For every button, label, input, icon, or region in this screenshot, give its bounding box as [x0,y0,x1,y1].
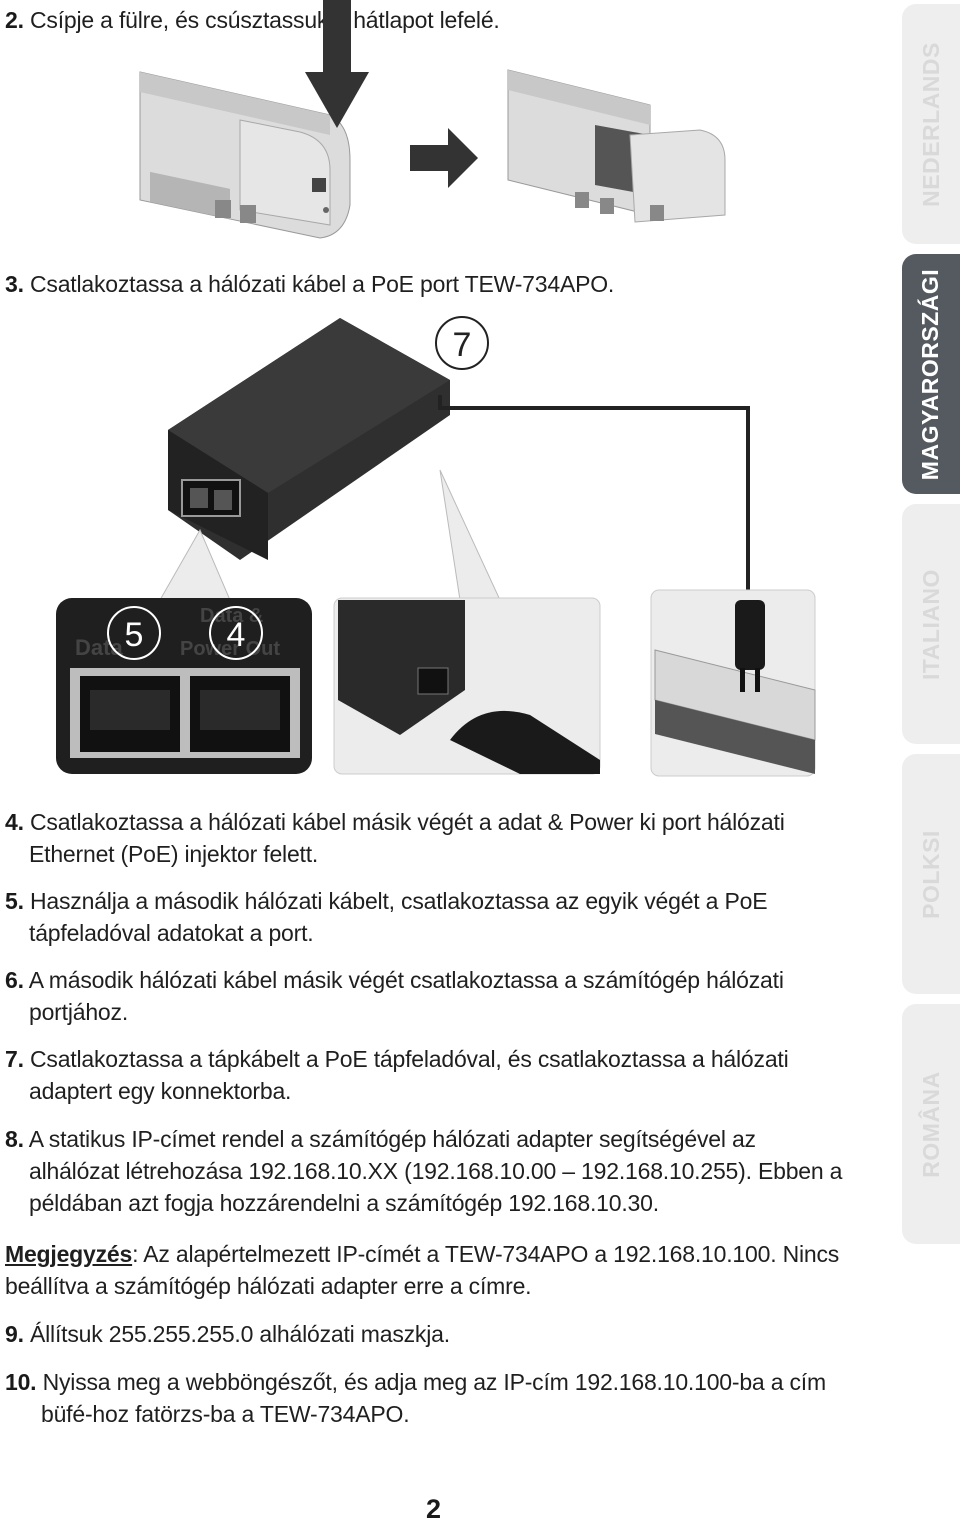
svg-text:Data: Data [75,635,123,660]
svg-text:4: 4 [227,616,246,654]
svg-text:Power Out: Power Out [180,638,280,660]
right-arrow-icon [410,128,478,188]
callout-4 [209,606,263,660]
language-tabs: NEDERLANDS MAGYARORSZÁGI ITALIANO POLKSI… [902,0,960,1250]
down-arrow-icon [305,0,369,128]
step-10: 10. Nyissa meg a webböngészőt, és adja m… [5,1369,826,1395]
tab-romana[interactable]: ROMÂNA [902,1004,960,1244]
note: Megjegyzés: Az alapértelmezett IP-címét … [5,1241,840,1267]
step-6: 6. A második hálózati kábel másik végét … [5,967,784,993]
step-8-cont-1: alhálózat létrehozása 192.168.10.XX (192… [29,1158,843,1184]
power-strip-detail [650,589,816,777]
step-5: 5. Használja a második hálózati kábelt, … [5,888,768,914]
step-7: 7. Csatlakoztassa a tápkábelt a PoE tápf… [5,1046,789,1072]
port-detail-box: Data Data & Power Out 5 4 [56,598,312,774]
step-9: 9. Állítsuk 255.255.255.0 alhálózati mas… [5,1321,450,1347]
tab-nederlands[interactable]: NEDERLANDS [902,4,960,244]
callout-5 [107,606,161,660]
page-number: 2 [426,1494,442,1524]
step-3: 3. Csatlakoztassa a hálózati kábel a PoE… [5,271,615,297]
step-8: 8. A statikus IP-címet rendel a számítóg… [5,1126,756,1152]
step-5-cont: tápfeladóval adatokat a port. [29,920,314,946]
step-2: 2. Csípje a fülre, és csúsztassuk a hátl… [5,4,500,36]
step-10-cont: büfé-hoz fatörzs-ba a TEW-734APO. [41,1401,410,1427]
plug-icon [735,600,765,670]
svg-text:5: 5 [125,616,144,654]
step-number: 2. [5,7,24,33]
power-input-detail [333,597,601,775]
step-4-cont: Ethernet (PoE) injektor felett. [29,841,319,867]
note-label: Megjegyzés [5,1241,133,1267]
cover-removal-illustration: 7 Data Data & Power Out 5 4 [56,0,816,777]
access-point-closed [139,71,351,239]
note-cont: beállítva a számítógép hálózati adapter … [5,1273,532,1299]
power-cable [438,395,750,600]
step-4: 4. Csatlakoztassa a hálózati kábel másik… [5,809,785,835]
step-6-cont: portjához. [29,999,129,1025]
tab-polksi[interactable]: POLKSI [902,754,960,994]
access-point-open [507,69,726,223]
poe-injector [168,318,450,560]
step-text: Csípje a fülre, és csúsztassuk a hátlapo… [30,7,500,33]
tab-magyarorszagi[interactable]: MAGYARORSZÁGI [902,254,960,494]
step-8-cont-2: példában azt fogja hozzárendelni a számí… [29,1190,659,1216]
svg-text:7: 7 [453,326,472,364]
callout-7: 7 [435,316,489,370]
tab-italiano[interactable]: ITALIANO [902,504,960,744]
step-7-cont: adaptert egy konnektorba. [29,1078,292,1104]
